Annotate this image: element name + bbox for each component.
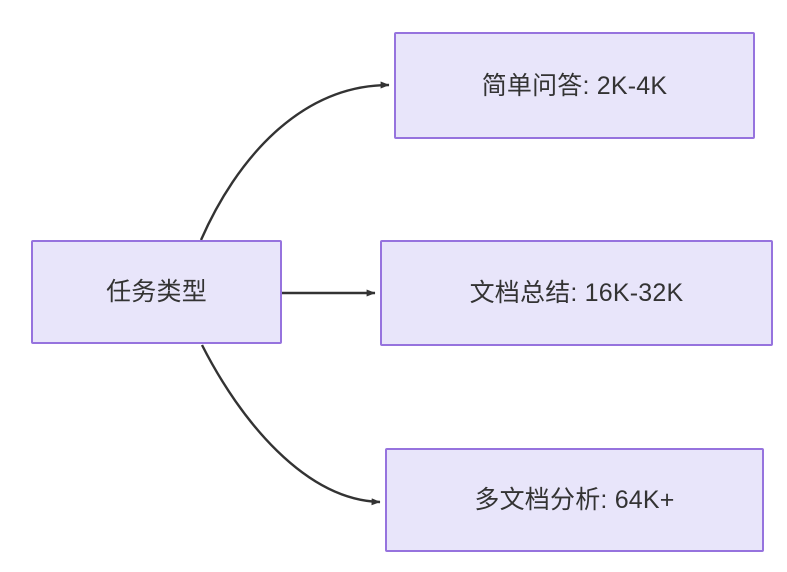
edge-source-task-1: [199, 81, 390, 241]
edge-source-task-3: [200, 344, 381, 506]
node-label: 简单问答: 2K-4K: [481, 71, 668, 100]
node-multi-document-analysis[interactable]: 多文档分析: 64K+: [385, 448, 764, 552]
node-document-summary[interactable]: 文档总结: 16K-32K: [380, 240, 773, 346]
node-label: 多文档分析: 64K+: [474, 486, 675, 514]
node-simple-qa[interactable]: 简单问答: 2K-4K: [394, 32, 755, 139]
node-task-type[interactable]: 任务类型: [31, 240, 282, 344]
node-label: 任务类型: [106, 278, 207, 306]
node-label: 文档总结: 16K-32K: [469, 279, 684, 307]
